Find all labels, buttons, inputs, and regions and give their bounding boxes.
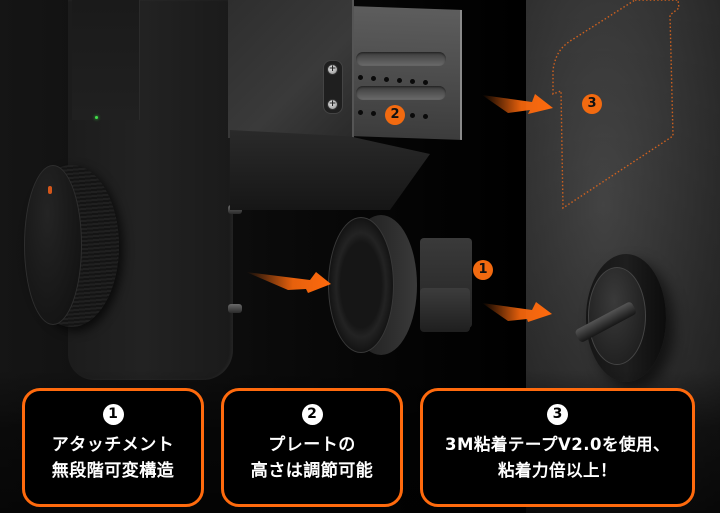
feature-subtitle: 高さは調節可能 bbox=[250, 461, 374, 481]
marker-1: 1 bbox=[473, 260, 493, 280]
lock-pin-lower bbox=[228, 304, 242, 313]
arrow-right-icon bbox=[246, 272, 331, 293]
feature-title: 3M粘着テープV2.0を使用、 bbox=[445, 435, 670, 454]
marker-2: 2 bbox=[385, 105, 405, 125]
feature-number-badge: 2 bbox=[301, 404, 323, 425]
screw-icon: + bbox=[327, 64, 338, 75]
feature-number-badge: 1 bbox=[102, 404, 124, 425]
feature-card-tape: 3 3M粘着テープV2.0を使用、 粘着力倍以上！ bbox=[420, 388, 695, 507]
screw-icon: + bbox=[327, 99, 338, 110]
feature-card-plate: 2 プレートの 高さは調節可能 bbox=[221, 388, 403, 507]
lock-body-upper-panel bbox=[72, 0, 140, 120]
attachment-clamp-lower bbox=[420, 288, 470, 332]
mounting-plate-back bbox=[350, 6, 462, 140]
thumb-turn-face bbox=[588, 267, 646, 365]
feature-title: アタッチメント bbox=[51, 435, 175, 455]
feature-title: プレートの bbox=[268, 435, 356, 455]
feature-subtitle: 無段階可変構造 bbox=[51, 461, 175, 481]
feature-card-attachment: 1 アタッチメント 無段階可変構造 bbox=[22, 388, 204, 507]
feature-number-badge: 3 bbox=[547, 404, 568, 425]
marker-3: 3 bbox=[582, 94, 602, 114]
mounting-plate-lower bbox=[230, 130, 430, 210]
knob-indicator-dot bbox=[48, 186, 52, 194]
status-led-indicator bbox=[95, 116, 98, 119]
feature-subtitle: 粘着力倍以上！ bbox=[498, 461, 617, 480]
plate-slot-lower bbox=[356, 86, 446, 100]
rotary-knob-face bbox=[24, 165, 82, 325]
attachment-face bbox=[328, 217, 394, 353]
plate-slot-upper bbox=[356, 52, 446, 66]
